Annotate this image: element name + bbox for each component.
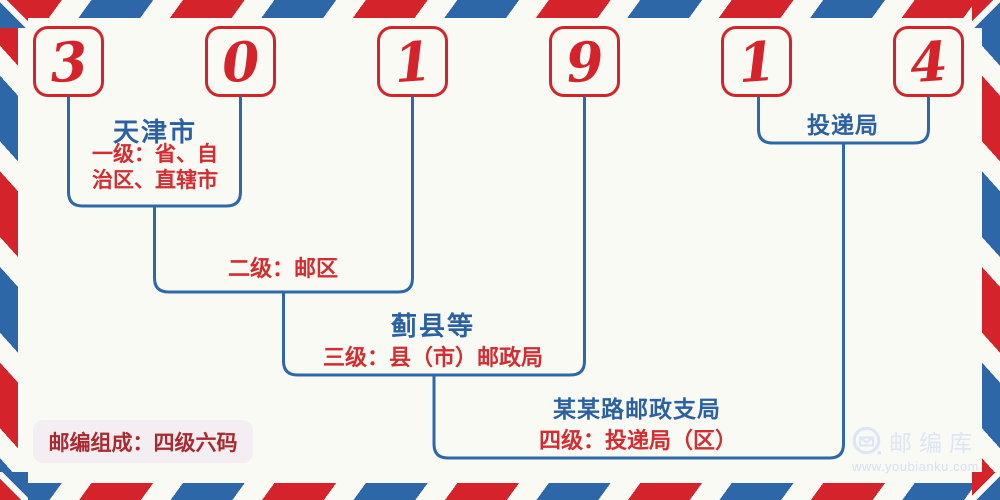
- level3-desc-label: 三级：县（市）邮政局: [322, 345, 543, 370]
- border-corner-fold: [972, 472, 1000, 500]
- delivery-office-label: 投递局: [807, 112, 879, 139]
- level1-desc-line2: 治区、直辖市: [92, 169, 218, 192]
- watermark: 邮编库 www.youbianku.com: [852, 424, 982, 474]
- level2-desc-label: 二级：邮区: [227, 256, 338, 281]
- digit-5: 1: [735, 28, 778, 95]
- level1-desc-line1: 一级：省、自: [92, 143, 218, 166]
- border-corner-fold: [972, 0, 1000, 28]
- watermark-url: www.youbianku.com: [852, 459, 979, 474]
- level1-desc-label: 一级：省、自 治区、直辖市: [62, 142, 248, 194]
- envelope-in-circle-icon: [852, 426, 881, 454]
- digit-1: 3: [47, 28, 90, 95]
- digit-6: 4: [907, 28, 950, 95]
- composition-note-pill: 邮编组成：四级六码: [33, 420, 253, 463]
- digit-2: 0: [219, 28, 262, 95]
- digit-box-4: 9: [549, 26, 620, 97]
- digit-3: 1: [391, 28, 434, 95]
- composition-note-text: 邮编组成：四级六码: [48, 431, 238, 455]
- digit-box-5: 1: [721, 26, 792, 97]
- airmail-border-bottom: [0, 483, 1000, 500]
- level4-desc-label: 四级：投递局（区）: [538, 428, 737, 453]
- border-corner-fold: [0, 472, 28, 500]
- airmail-border-right: [982, 0, 1000, 500]
- digit-box-2: 0: [205, 26, 276, 97]
- digit-box-1: 3: [33, 26, 104, 97]
- level3-place-label: 蓟县等: [390, 312, 475, 342]
- border-corner-fold: [0, 0, 28, 28]
- digit-box-6: 4: [893, 26, 964, 97]
- watermark-brand: 邮编库: [889, 430, 979, 456]
- digit-box-3: 1: [377, 26, 448, 97]
- digit-4: 9: [563, 28, 606, 95]
- level1-place-label: 天津市: [112, 118, 197, 148]
- airmail-border-left: [0, 0, 18, 500]
- airmail-border-top: [0, 0, 1000, 18]
- level4-place-label: 某某路邮政支局: [553, 396, 721, 423]
